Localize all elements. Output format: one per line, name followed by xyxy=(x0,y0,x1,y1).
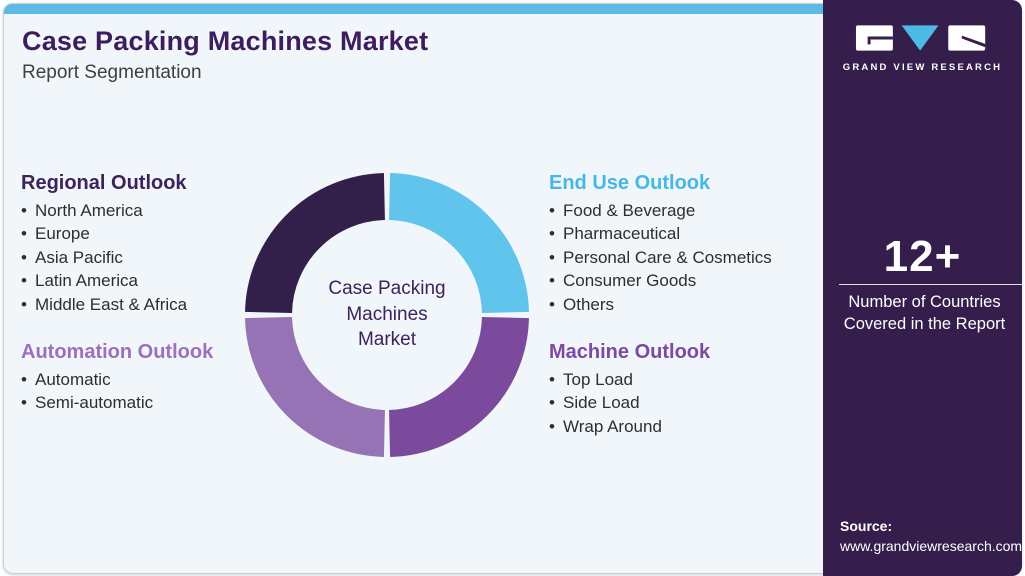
automation-outlook-heading: Automation Outlook xyxy=(21,341,214,363)
list-item: Automatic xyxy=(21,368,321,392)
list-item: Food & Beverage xyxy=(549,199,819,223)
donut-center-line: Case Packing xyxy=(328,278,446,299)
list-item: Side Load xyxy=(549,391,849,415)
list-item: Others xyxy=(549,293,819,317)
automation-outlook-list: Automatic Semi-automatic xyxy=(21,368,321,415)
list-item: North America xyxy=(21,199,321,223)
countries-stat-value: 12+ xyxy=(883,232,962,281)
list-item: Europe xyxy=(21,222,321,246)
page-title: Case Packing Machines Market xyxy=(22,26,429,56)
brand-sidebar: GRAND VIEW RESEARCH 12+ Number of Countr… xyxy=(823,0,1022,576)
donut-center-line: Market xyxy=(357,329,417,350)
list-item: Consumer Goods xyxy=(549,269,819,293)
list-item: Latin America xyxy=(21,269,321,293)
source-label: Source: xyxy=(840,518,893,534)
automation-outlook-section: Automation Outlook Automatic Semi-automa… xyxy=(21,341,321,415)
end-use-outlook-section: End Use Outlook Food & Beverage Pharmace… xyxy=(549,172,819,316)
regional-outlook-section: Regional Outlook North America Europe As… xyxy=(21,172,321,316)
machine-outlook-heading: Machine Outlook xyxy=(549,341,711,363)
end-use-outlook-heading: End Use Outlook xyxy=(549,172,711,194)
gvr-logo-icon xyxy=(855,25,985,51)
list-item: Pharmaceutical xyxy=(549,222,819,246)
header: Case Packing Machines Market Report Segm… xyxy=(22,26,428,84)
list-item: Semi-automatic xyxy=(21,391,321,415)
donut-center-label: Case Packing Machines Market xyxy=(297,276,477,353)
donut-center-line: Machines xyxy=(346,303,428,325)
top-accent-bar xyxy=(4,4,824,14)
machine-outlook-section: Machine Outlook Top Load Side Load Wrap … xyxy=(549,341,849,439)
machine-outlook-list: Top Load Side Load Wrap Around xyxy=(549,368,849,439)
list-item: Asia Pacific xyxy=(21,246,321,270)
end-use-outlook-list: Food & Beverage Pharmaceutical Personal … xyxy=(549,199,819,316)
gvr-wordmark: GRAND VIEW RESEARCH xyxy=(842,62,1003,73)
list-item: Middle East & Africa xyxy=(21,293,321,317)
list-item: Personal Care & Cosmetics xyxy=(549,246,819,270)
countries-stat-label: Number of Countries Covered in the Repor… xyxy=(843,293,1006,333)
list-item: Top Load xyxy=(549,368,849,392)
stat-divider xyxy=(839,284,1022,285)
source-block: Source: www.grandviewresearch.com xyxy=(840,518,1022,554)
regional-outlook-heading: Regional Outlook xyxy=(21,172,187,194)
list-item: Wrap Around xyxy=(549,415,849,439)
regional-outlook-list: North America Europe Asia Pacific Latin … xyxy=(21,199,321,316)
gvr-logo: GRAND VIEW RESEARCH xyxy=(823,24,1022,73)
source-url: www.grandviewresearch.com xyxy=(840,538,1023,554)
page-subtitle: Report Segmentation xyxy=(22,62,202,83)
